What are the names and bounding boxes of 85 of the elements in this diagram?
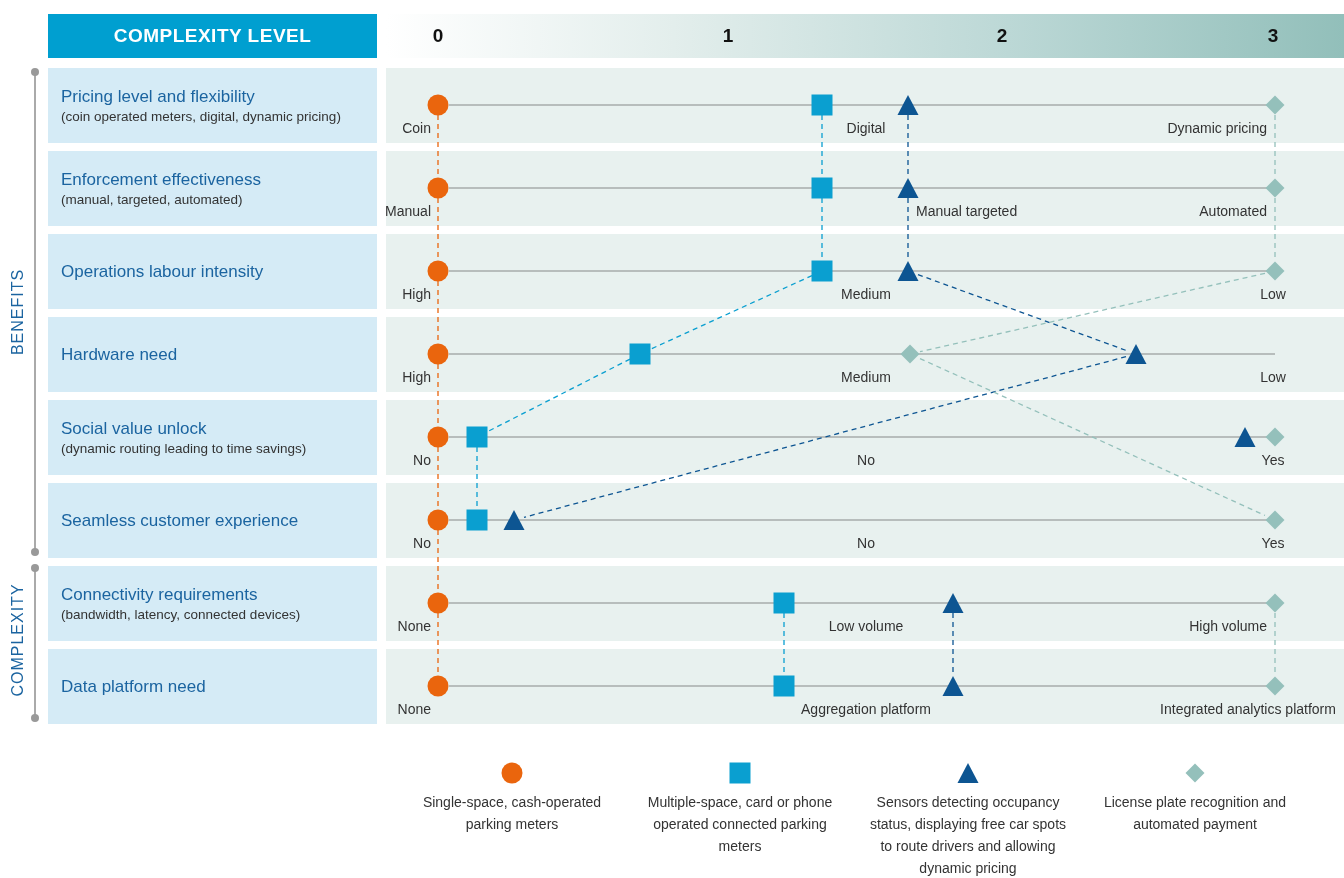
level-label: High volume [1189,618,1267,634]
row-subtitle: (manual, targeted, automated) [61,190,244,209]
triangle-marker [1234,426,1256,448]
circle-marker [427,94,449,116]
circle-marker [427,509,449,531]
circle-marker [427,592,449,614]
triangle-marker [942,675,964,697]
triangle-marker [1125,343,1147,365]
row-subtitle: (bandwidth, latency, connected devices) [61,605,302,624]
dashed-connector [523,356,1127,518]
diamond-marker [1264,509,1286,531]
level-label: No [413,535,431,551]
circle-marker [427,426,449,448]
row-header-box [48,68,377,143]
dashed-connector [919,272,1266,353]
scale-number: 3 [1267,25,1279,47]
level-label: Coin [402,120,431,136]
group-label: COMPLEXITY [9,583,27,697]
level-label: Automated [1199,203,1267,219]
level-label: Low [1260,369,1286,385]
row-header-box [48,151,377,226]
row-title: Operations labour intensity [61,261,265,282]
row-header-box [48,483,377,558]
row-title: Pricing level and flexibility [61,85,256,107]
level-label: Integrated analytics platform [1160,701,1336,717]
row-header-box [48,649,377,724]
level-label: Dynamic pricing [1167,120,1267,136]
circle-marker [427,343,449,365]
row-header-box [48,234,377,309]
level-label: High [402,286,431,302]
diamond-marker [899,343,921,365]
dashed-connector [649,274,813,351]
level-label: Low volume [828,618,904,634]
triangle-marker [897,177,919,199]
header-box: COMPLEXITY LEVEL [48,14,377,58]
level-label: Yes [1261,452,1285,468]
level-label: Low [1260,286,1286,302]
level-label: Medium [841,286,891,302]
legend-text: Multiple-space, card or phone operated connected parking meters [646,793,834,856]
circle-marker [427,260,449,282]
level-label: Manual targeted [916,203,1018,219]
circle-marker [427,177,449,199]
legend-text: Sensors detecting occupancy status, displaying free car spots to route drivers and allowing dynamic pricing [868,793,1068,878]
row-title: Hardware need [61,344,179,365]
dashed-connector [917,274,1127,351]
triangle-marker [503,509,525,531]
legend-text: Single-space, cash-operated parking meters [421,793,603,834]
level-label: Aggregation platform [801,701,931,717]
diamond-marker [1264,592,1286,614]
level-label: None [397,618,431,634]
scale-number: 1 [722,25,734,47]
diamond-marker [1264,94,1286,116]
level-label: No [857,452,875,468]
triangle-marker [942,592,964,614]
diamond-marker [1264,177,1286,199]
triangle-marker [897,260,919,282]
diamond-marker [1264,675,1286,697]
diamond-marker [1264,426,1286,448]
dashed-connector [486,358,631,433]
dashed-connector [919,357,1266,517]
circle-marker [427,675,449,697]
level-label: High [402,369,431,385]
row-header-box [48,566,377,641]
level-label: No [413,452,431,468]
level-label: None [397,701,431,717]
row-title: Seamless customer experience [61,510,300,531]
row-title: Social value unlock [61,417,208,439]
level-label: Manual [385,203,431,219]
level-label: Yes [1261,535,1285,551]
row-header-box [48,317,377,392]
row-subtitle: (coin operated meters, digital, dynamic pricing) [61,107,342,126]
group-label: BENEFITS [9,268,27,356]
level-label: Digital [846,120,886,136]
scale-number: 0 [432,25,444,47]
triangle-marker [897,94,919,116]
row-title: Enforcement effectiveness [61,168,262,190]
scale-number: 2 [996,25,1008,47]
row-header-box [48,400,377,475]
row-title: Connectivity requirements [61,583,259,605]
legend-text: License plate recognition and automated payment [1102,793,1288,834]
row-title: Data platform need [61,676,207,697]
level-label: Medium [841,369,891,385]
level-label: No [857,535,875,551]
row-subtitle: (dynamic routing leading to time savings) [61,439,308,458]
diamond-marker [1264,260,1286,282]
